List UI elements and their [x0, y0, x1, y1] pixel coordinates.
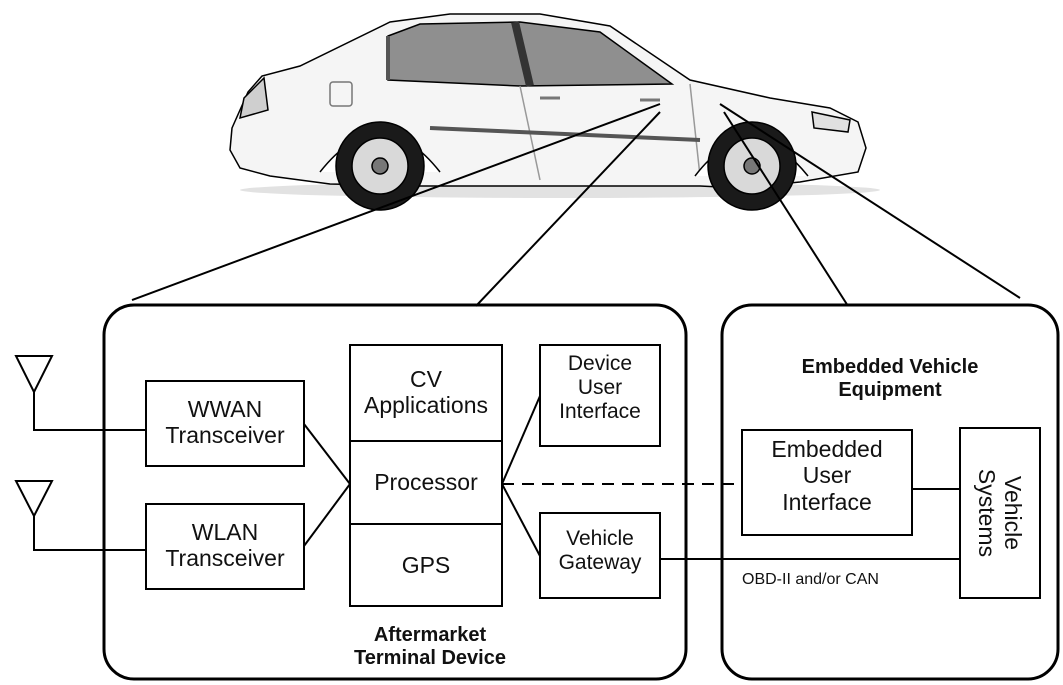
gps-label: GPS	[401, 552, 451, 578]
rear-wheel	[335, 121, 425, 211]
antenna-icon	[14, 355, 146, 431]
connectors	[303, 395, 960, 560]
front-wheel	[707, 121, 797, 211]
callout-lines	[131, 103, 1021, 307]
embedded-equipment-container	[720, 303, 1060, 681]
antenna-icon	[14, 480, 146, 551]
device-user-interface-box	[539, 344, 661, 447]
processor-label: Processor	[374, 469, 478, 495]
embedded-user-interface-box	[741, 429, 913, 536]
bus-label: OBD-II and/or CAN	[742, 571, 879, 588]
car-illustration	[229, 13, 880, 211]
cv-applications-box	[349, 344, 503, 442]
vehicle-systems-box	[959, 427, 1041, 599]
wwan-transceiver-box	[145, 380, 305, 467]
processor-box	[349, 440, 503, 525]
aftermarket-terminal-container	[102, 303, 688, 681]
gps-box	[349, 523, 503, 607]
wlan-transceiver-box	[145, 503, 305, 590]
